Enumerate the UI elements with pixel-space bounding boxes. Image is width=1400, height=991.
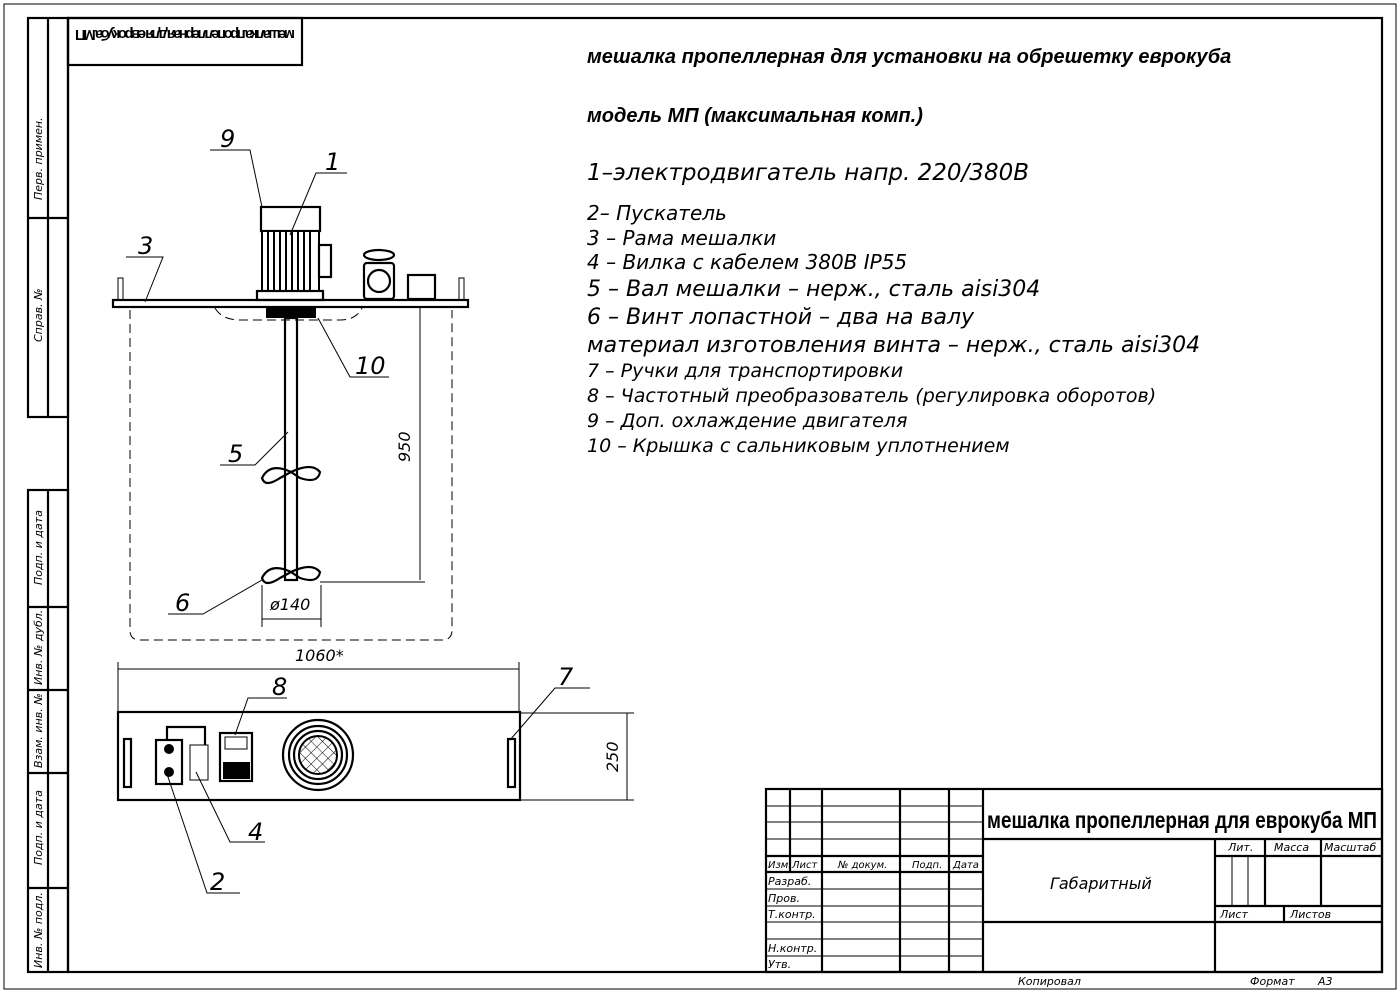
margin-label: Справ. №: [32, 288, 45, 342]
margin-label: Инв. № дубл.: [32, 610, 45, 685]
callout-9: 9: [220, 125, 235, 153]
side-margin: Перв. примен. Справ. № Подп. и дата Инв.…: [26, 16, 70, 974]
frame-top: [116, 710, 522, 802]
legend-item: 8 – Частотный преобразователь (регулиров…: [587, 385, 1156, 407]
dimension-height: 250: [603, 741, 622, 772]
legend-list: 1–электродвигатель напр. 220/380В 2– Пус…: [587, 160, 1200, 457]
document-type: Габаритный: [1050, 874, 1152, 893]
margin-label: Подп. и дата: [32, 510, 45, 585]
dimension-diameter: ø140: [269, 595, 310, 614]
dimension-width: 1060*: [295, 646, 344, 665]
rotated-stamp-text: мешалка пропеллерная для еврокуба МП: [75, 26, 295, 43]
legend-item: 3 – Рама мешалки: [587, 226, 776, 250]
gland-cover: [266, 308, 316, 318]
drawing-title: мешалка пропеллерная для установки на об…: [587, 46, 1231, 68]
lit-label: Лит.: [1227, 841, 1253, 854]
sheet-label: Лист: [1219, 908, 1248, 921]
row-label: Пров.: [768, 892, 800, 905]
title-block: Изм. Лист № докум. Подп. Дата Разраб. Пр…: [764, 787, 1384, 974]
callout-6: 6: [175, 589, 190, 617]
margin-label: Взам. инв. №: [32, 693, 45, 768]
legend-item: 7 – Ручки для транспортировки: [587, 360, 903, 382]
legend-item: 6 – Винт лопастной – два на валу: [587, 305, 975, 330]
drawing-model: модель МП (максимальная комп.): [587, 105, 923, 127]
handle-left: [122, 737, 133, 789]
row-label: Н.контр.: [768, 942, 817, 955]
legend-item: 5 – Вал мешалки – нерж., сталь aisi304: [587, 277, 1040, 302]
starter: [362, 261, 396, 301]
top-view: 1060* 250 8 7 4 2: [116, 646, 634, 896]
inverter: [406, 273, 437, 301]
callout-1: 1: [325, 148, 340, 176]
dimension-depth: 950: [395, 431, 414, 462]
callout-3: 3: [138, 232, 153, 260]
starter-top: [154, 738, 184, 786]
row-label: Разраб.: [768, 875, 811, 888]
rotated-stamp-box: [66, 16, 304, 67]
callout-7: 7: [558, 663, 574, 691]
front-view: 950 ø140 9 1 3 10 5 6: [111, 125, 470, 641]
callout-2: 2: [210, 868, 225, 896]
legend-item: 10 – Крышка с сальниковым уплотнением: [587, 435, 1010, 457]
legend-item: 2– Пускатель: [587, 201, 727, 225]
handle-right: [506, 737, 517, 789]
title-block-name: мешалка пропеллерная для еврокуба МП: [987, 807, 1377, 833]
callout-4: 4: [248, 818, 263, 846]
callout-10: 10: [355, 352, 386, 380]
propeller-upper: [260, 465, 322, 485]
callout-5: 5: [228, 440, 243, 468]
col-header: Лист: [791, 860, 819, 871]
sheets-label: Листов: [1289, 908, 1331, 921]
row-label: Утв.: [768, 958, 791, 971]
margin-label: Перв. примен.: [32, 117, 45, 200]
format-value: А3: [1317, 975, 1333, 988]
col-header: Изм.: [768, 860, 792, 871]
motor-fan-cover: [259, 205, 322, 233]
legend-item: 9 – Доп. охлаждение двигателя: [587, 410, 907, 432]
mass-label: Масса: [1274, 841, 1309, 854]
motor-top: [281, 718, 355, 792]
scale-label: Масштаб: [1324, 841, 1376, 854]
col-header: Дата: [952, 860, 979, 871]
col-header: Подп.: [912, 860, 942, 871]
legend-item: 1–электродвигатель напр. 220/380В: [587, 160, 1029, 186]
outer-frame: [3, 3, 1397, 990]
margin-label: Инв. № подл.: [32, 892, 45, 968]
propeller-lower: [260, 565, 322, 585]
callout-8: 8: [272, 673, 287, 701]
shaft: [283, 316, 299, 582]
margin-label: Подп. и дата: [32, 790, 45, 865]
row-label: Т.контр.: [768, 908, 816, 921]
plug: [189, 744, 209, 781]
tank-outline: [129, 310, 453, 641]
format-label: Формат: [1250, 975, 1295, 988]
col-header: № докум.: [837, 860, 887, 871]
copied-label: Копировал: [1018, 975, 1081, 988]
legend-item: материал изготовления винта – нерж., ста…: [587, 333, 1200, 358]
legend-item: 4 – Вилка с кабелем 380В IP55: [587, 250, 907, 274]
